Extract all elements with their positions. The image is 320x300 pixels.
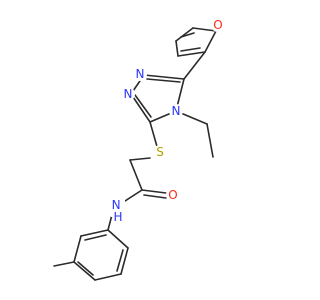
atom-label-layer: O N N N S O N H (111, 18, 225, 224)
bond-layer (53, 27, 217, 281)
bond (116, 249, 124, 272)
bond (77, 261, 94, 276)
bond (120, 247, 129, 275)
bond (73, 235, 82, 263)
bond (130, 93, 151, 123)
bond (134, 94, 152, 118)
triazole-nitrogen-1-label: N (136, 67, 145, 81)
bond (146, 78, 181, 83)
bond (175, 27, 194, 42)
bond (206, 123, 214, 158)
bond (183, 51, 206, 80)
bond (180, 32, 195, 38)
triazole-nitrogen-4-label: N (172, 104, 181, 118)
bond (129, 159, 143, 191)
bond (94, 273, 122, 281)
molecule-structure: O N N N S O N H (53, 18, 225, 281)
triazole-nitrogen-2-label: N (124, 87, 133, 101)
bond (107, 229, 129, 249)
bond (143, 74, 185, 80)
bond (204, 30, 217, 53)
bond (53, 261, 75, 267)
furan-oxygen-label: O (213, 18, 222, 32)
bond (177, 51, 206, 57)
sulfur-label: S (156, 145, 164, 159)
bond (149, 121, 159, 151)
bond (129, 157, 151, 161)
bond (175, 40, 179, 57)
bond (84, 234, 107, 241)
bond (80, 229, 109, 237)
bond (124, 189, 143, 202)
bond (143, 194, 167, 199)
carbonyl-oxygen-label: O (168, 188, 177, 202)
bond (141, 189, 167, 194)
amide-nitrogen-label: N H (112, 198, 125, 224)
bond (192, 27, 217, 32)
bond (180, 47, 201, 52)
bond (73, 261, 96, 281)
